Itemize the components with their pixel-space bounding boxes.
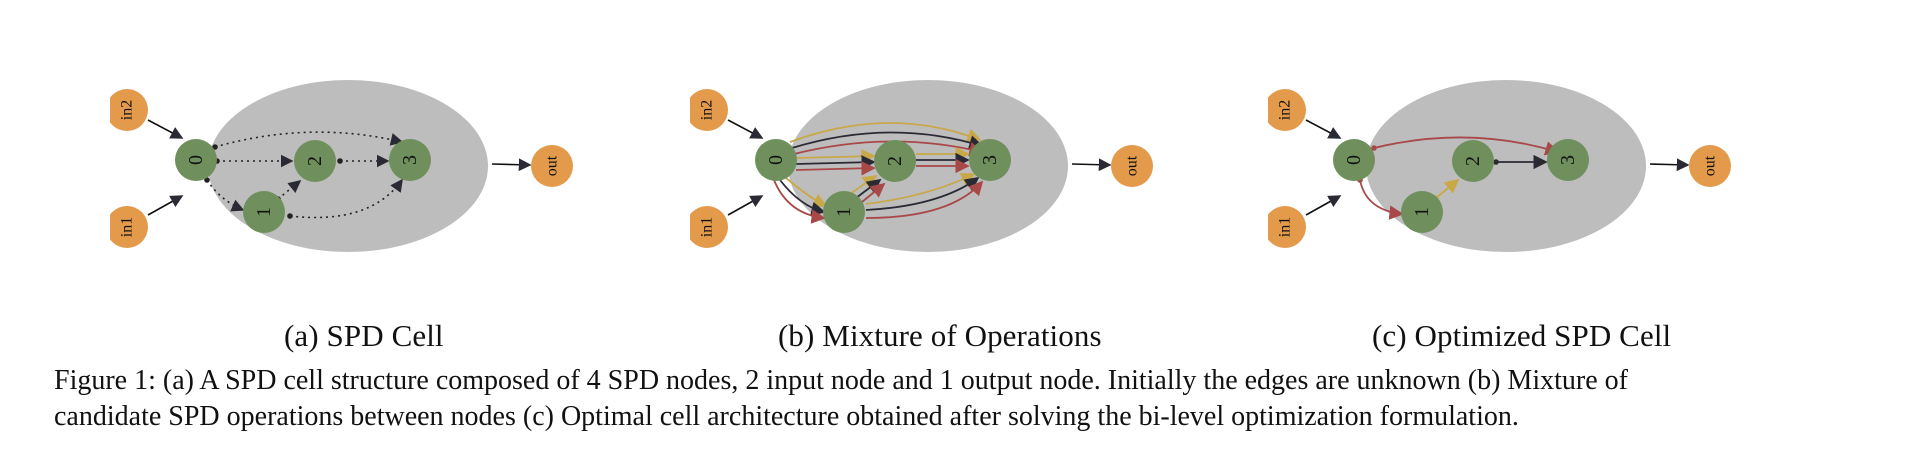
edge-1-3-red: [865, 180, 984, 219]
node-out: out: [1111, 145, 1153, 187]
edge-1-2: [1435, 178, 1460, 199]
edge-in2-cell: [727, 119, 764, 139]
svg-text:0: 0: [185, 155, 207, 165]
svg-text:1: 1: [1411, 207, 1433, 217]
svg-text:3: 3: [399, 155, 421, 165]
node-3: 3: [389, 139, 431, 181]
edge-in1-cell: [147, 195, 184, 216]
svg-text:out: out: [1124, 155, 1141, 176]
node-in1: in1: [1268, 206, 1306, 248]
edge-0-3: [1373, 136, 1560, 156]
svg-text:in2: in2: [699, 100, 716, 120]
caption-line-2: candidate SPD operations between nodes (…: [54, 401, 1519, 432]
svg-text:in1: in1: [699, 217, 716, 237]
node-0: 0: [755, 139, 797, 181]
node-1: 1: [823, 191, 865, 233]
subcaption-a: (a) SPD Cell: [284, 318, 444, 353]
svg-text:in1: in1: [119, 217, 136, 237]
edge-0-1: [1359, 179, 1404, 220]
node-0: 0: [175, 139, 217, 181]
svg-text:in2: in2: [119, 100, 136, 120]
node-1: 1: [243, 191, 285, 233]
edge-0-3-dark: [791, 131, 984, 150]
subcaption-c: (c) Optimized SPD Cell: [1372, 318, 1672, 353]
panel-spd-cell: in2 in1 0 1 2 3: [110, 80, 670, 330]
node-2: 2: [294, 140, 336, 182]
svg-text:0: 0: [765, 155, 787, 165]
node-0: 0: [1333, 139, 1375, 181]
edge-in2-cell: [147, 119, 184, 139]
edge-0-2-dark: [795, 155, 876, 170]
edge-in1-cell: [1305, 195, 1342, 216]
svg-text:2: 2: [884, 156, 906, 166]
caption-line-1: Figure 1: (a) A SPD cell structure compo…: [54, 365, 1628, 396]
optimized-cell-diagram: in2 in1 0 1 2 3: [1268, 80, 1731, 252]
figure-1: in2 in1 0 1 2 3: [110, 80, 1828, 353]
svg-text:out: out: [544, 155, 561, 176]
subcaption-b: (b) Mixture of Operations: [778, 318, 1102, 353]
edge-0-1-red: [773, 179, 826, 224]
panel-optimized-spd-cell: in2 in1 0 1 2 3: [1268, 80, 1828, 330]
node-out: out: [531, 145, 573, 187]
svg-text:in1: in1: [1277, 217, 1294, 237]
spd-cell-diagram: in2 in1 0 1 2 3: [110, 80, 573, 252]
node-3: 3: [969, 139, 1011, 181]
node-in2: in2: [110, 89, 148, 131]
svg-text:2: 2: [304, 156, 326, 166]
edge-in1-cell: [727, 195, 764, 216]
node-out: out: [1689, 145, 1731, 187]
svg-text:1: 1: [833, 207, 855, 217]
mixture-diagram: in2 in1 0 1 2 3: [690, 80, 1153, 252]
edge-cell-out: [1649, 158, 1690, 172]
node-in1: in1: [690, 206, 728, 248]
edge-in2-cell: [1305, 119, 1342, 139]
svg-text:in2: in2: [1277, 100, 1294, 120]
figure-caption: Figure 1: (a) A SPD cell structure compo…: [54, 363, 1874, 435]
edge-1-2-red: [861, 182, 886, 203]
node-2: 2: [1452, 140, 1494, 182]
svg-text:2: 2: [1462, 156, 1484, 166]
node-2: 2: [874, 140, 916, 182]
node-3: 3: [1547, 139, 1589, 181]
edge-0-1: [206, 179, 245, 212]
edge-cell-out: [1071, 158, 1112, 172]
panel-mixture-of-operations: in2 in1 0 1 2 3: [690, 80, 1250, 330]
svg-text:3: 3: [1557, 155, 1579, 165]
svg-text:out: out: [1702, 155, 1719, 176]
node-1: 1: [1401, 191, 1443, 233]
svg-text:0: 0: [1343, 155, 1365, 165]
edge-0-2-gold: [795, 149, 876, 164]
edge-0-2-red: [795, 161, 876, 176]
node-in2: in2: [1268, 89, 1306, 131]
svg-text:3: 3: [979, 155, 1001, 165]
node-in2: in2: [690, 89, 728, 131]
node-in1: in1: [110, 206, 148, 248]
edge-0-3-gold: [789, 122, 982, 143]
edge-cell-out: [491, 158, 532, 172]
svg-text:1: 1: [253, 207, 275, 217]
